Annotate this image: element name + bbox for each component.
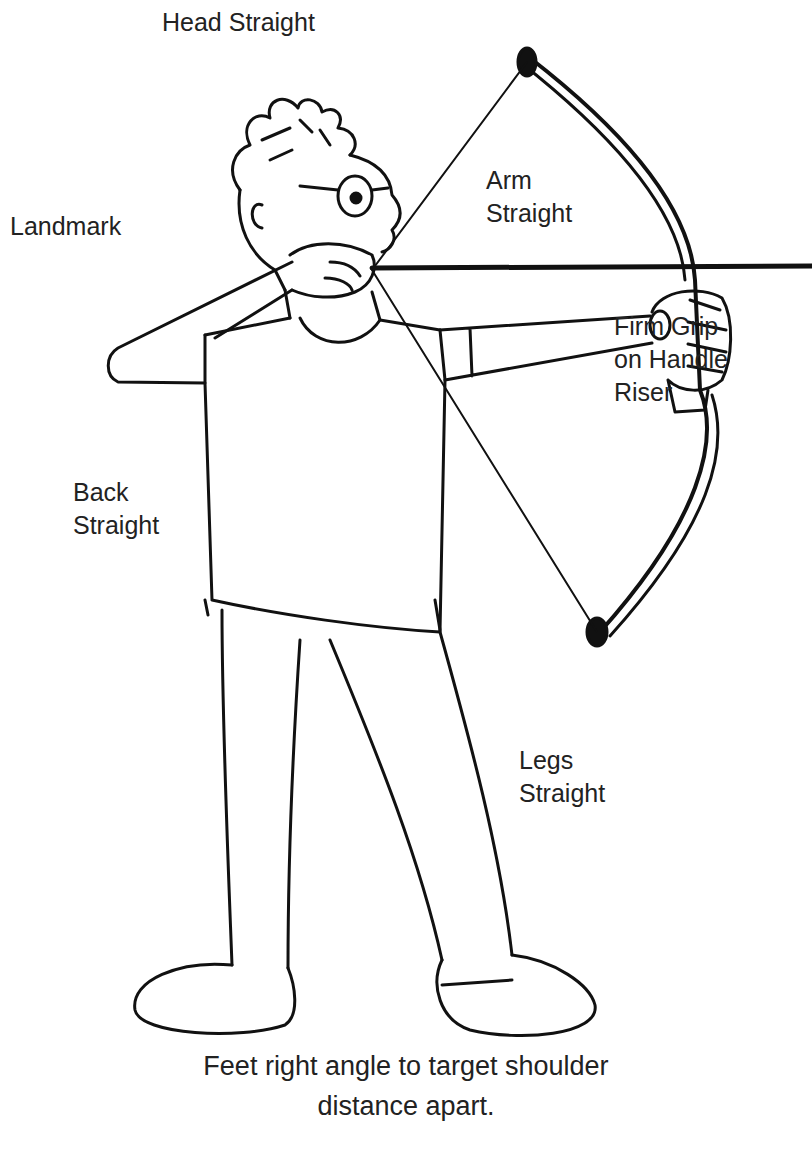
sleeve-folds [205,600,440,630]
arrow-shaft [372,266,812,268]
torso [205,330,445,632]
neck-collar [285,290,380,342]
left-foot [135,964,295,1033]
instruction-label: Firm Grip on Handle Riser [614,310,739,409]
caption: Feet right angle to target shoulder dist… [176,1046,636,1126]
bow-string [372,62,597,632]
shirt-shoulders [205,318,440,335]
hair-strands [262,120,330,160]
glasses-line [300,186,388,190]
archer-figure [108,99,730,1035]
instruction-label: Back Straight [73,476,173,542]
eye [338,176,372,216]
hair [233,99,356,190]
legs [222,610,512,968]
draw-hand [290,244,374,297]
pupil [351,193,361,203]
right-foot [437,955,595,1036]
instruction-label: Legs Straight [519,744,619,810]
ear [252,204,262,228]
instruction-label: Arm Straight [486,164,586,230]
head-outline [239,155,400,290]
instruction-label: Head Straight [162,6,462,39]
instruction-label: Landmark [10,210,210,243]
